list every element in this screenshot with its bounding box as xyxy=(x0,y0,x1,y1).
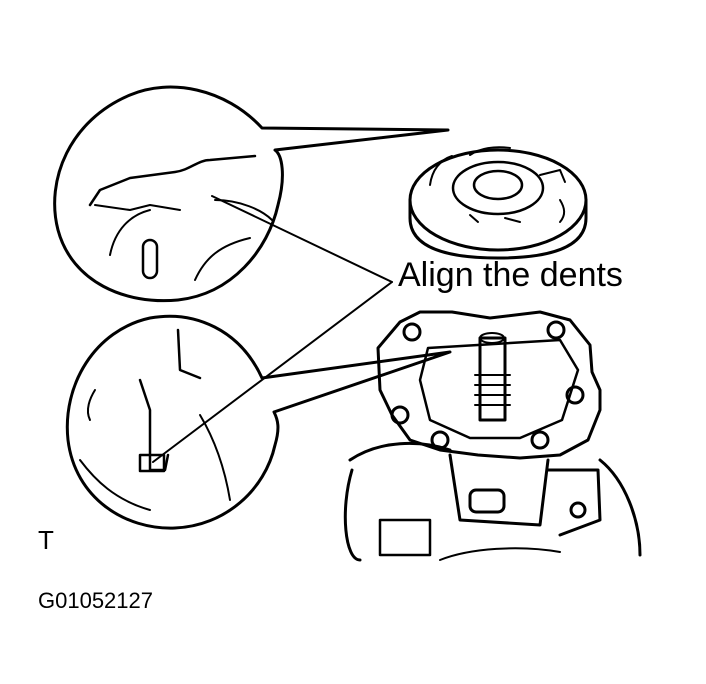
pump-housing xyxy=(343,310,642,562)
figure-id-label: G01052127 xyxy=(38,588,153,613)
align-dents-label: Align the dents xyxy=(398,256,623,294)
upper-detail-circle xyxy=(53,85,450,303)
rotor-plate xyxy=(408,146,588,260)
callout-leader-lines xyxy=(152,195,393,463)
corner-mark-label: T xyxy=(38,525,54,555)
lower-detail-circle xyxy=(65,314,452,530)
